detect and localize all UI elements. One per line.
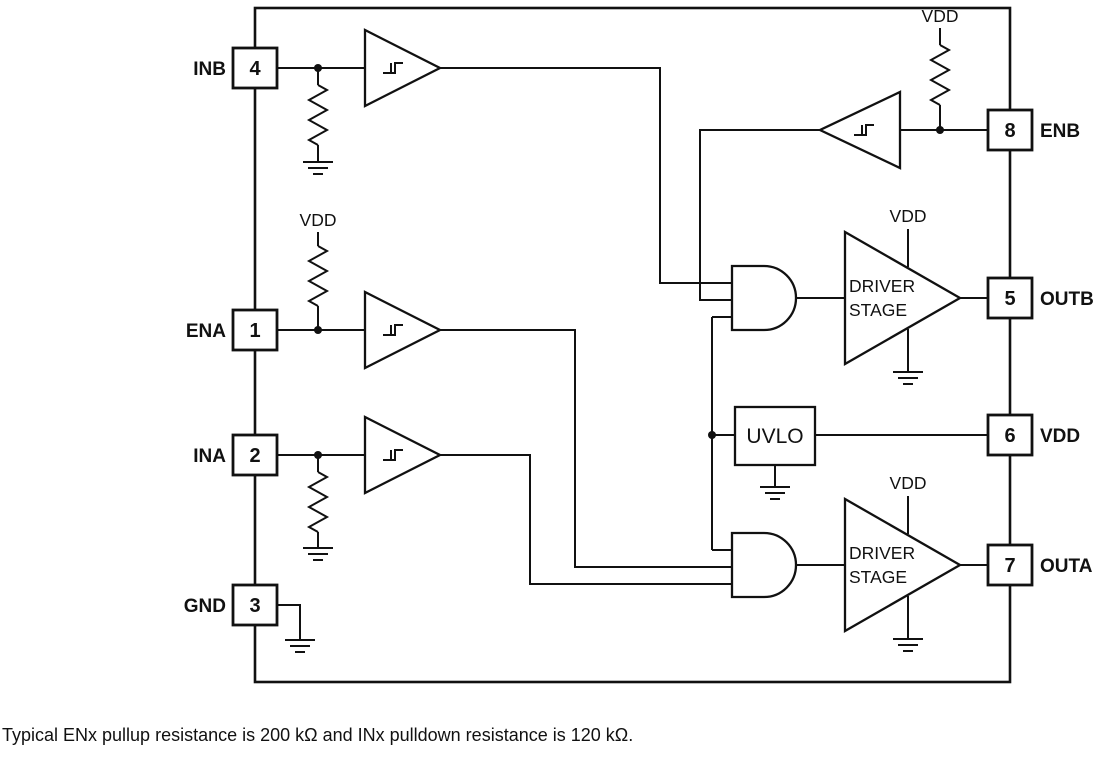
- pin-name: ENB: [1040, 121, 1080, 142]
- wire-enb-to-and: [699, 129, 820, 301]
- wire-ina-to-and: [440, 454, 732, 585]
- wire-ena-to-and: [440, 329, 732, 568]
- schmitt-buffer-enb: [817, 90, 902, 170]
- pin-name: OUTA: [1040, 556, 1093, 577]
- net-inb: [277, 28, 732, 284]
- net-ina: [277, 415, 732, 585]
- wire-inb-to-and: [440, 67, 732, 284]
- ground-icon: [303, 547, 333, 561]
- channel-a-output: DRIVER STAGE VDD: [730, 473, 988, 652]
- resistor-icon: [306, 471, 330, 533]
- schmitt-buffer-ena: [363, 290, 443, 370]
- pin-name: INB: [193, 59, 226, 80]
- footnote: Typical ENx pullup resistance is 200 kΩ …: [2, 725, 633, 745]
- pin-ena: 1 ENA: [186, 308, 279, 352]
- and-gate-a: [730, 531, 798, 599]
- pin-vdd: 6 VDD: [986, 413, 1080, 457]
- vdd-label: VDD: [890, 206, 927, 226]
- vdd-label: VDD: [890, 473, 927, 493]
- pin-number: 6: [1004, 425, 1015, 447]
- pin-number: 7: [1004, 555, 1015, 577]
- schmitt-buffer-inb: [363, 28, 443, 108]
- schmitt-trigger-icon: [854, 124, 874, 136]
- ground-icon: [760, 486, 790, 500]
- driver-label-line2: STAGE: [849, 300, 907, 320]
- pin-enb: 8 ENB: [986, 108, 1080, 152]
- pin-name: OUTB: [1040, 289, 1094, 310]
- pin-name: VDD: [1040, 426, 1080, 447]
- schmitt-buffer-ina: [363, 415, 443, 495]
- uvlo-block: UVLO: [708, 316, 988, 551]
- net-enb: VDD: [699, 6, 988, 301]
- uvlo-label: UVLO: [746, 425, 803, 448]
- driver-label-line1: DRIVER: [849, 543, 915, 563]
- net-gnd: [277, 604, 315, 653]
- pin-name: INA: [193, 446, 226, 467]
- channel-b-output: DRIVER STAGE VDD: [730, 206, 988, 385]
- driver-stage-a: DRIVER STAGE VDD: [843, 473, 963, 652]
- pin-ina: 2 INA: [193, 433, 279, 477]
- and-gate-b: [730, 264, 798, 332]
- wire-gnd: [277, 604, 301, 640]
- pin-gnd: 3 GND: [184, 583, 279, 627]
- pin-outb: 5 OUTB: [986, 276, 1094, 320]
- driver-label-line2: STAGE: [849, 567, 907, 587]
- pin-number: 1: [249, 320, 260, 342]
- pin-number: 8: [1004, 120, 1015, 142]
- ground-icon: [303, 161, 333, 175]
- schmitt-trigger-icon: [383, 324, 403, 336]
- pin-number: 5: [1004, 288, 1015, 310]
- ground-icon: [285, 639, 315, 653]
- schmitt-trigger-icon: [383, 62, 403, 74]
- net-ena: VDD: [277, 210, 732, 568]
- ground-icon: [893, 638, 923, 652]
- pin-number: 3: [249, 595, 260, 617]
- driver-stage-b: DRIVER STAGE VDD: [843, 206, 963, 385]
- pin-outa: 7 OUTA: [986, 543, 1093, 587]
- resistor-icon: [306, 245, 330, 307]
- resistor-icon: [928, 44, 952, 106]
- pin-number: 4: [249, 58, 261, 80]
- pin-name: GND: [184, 596, 226, 617]
- vdd-label: VDD: [922, 6, 959, 26]
- schmitt-trigger-icon: [383, 449, 403, 461]
- pin-number: 2: [249, 445, 260, 467]
- resistor-icon: [306, 84, 330, 146]
- driver-label-line1: DRIVER: [849, 276, 915, 296]
- ground-icon: [893, 371, 923, 385]
- pin-name: ENA: [186, 321, 226, 342]
- vdd-label: VDD: [300, 210, 337, 230]
- pin-inb: 4 INB: [193, 46, 279, 90]
